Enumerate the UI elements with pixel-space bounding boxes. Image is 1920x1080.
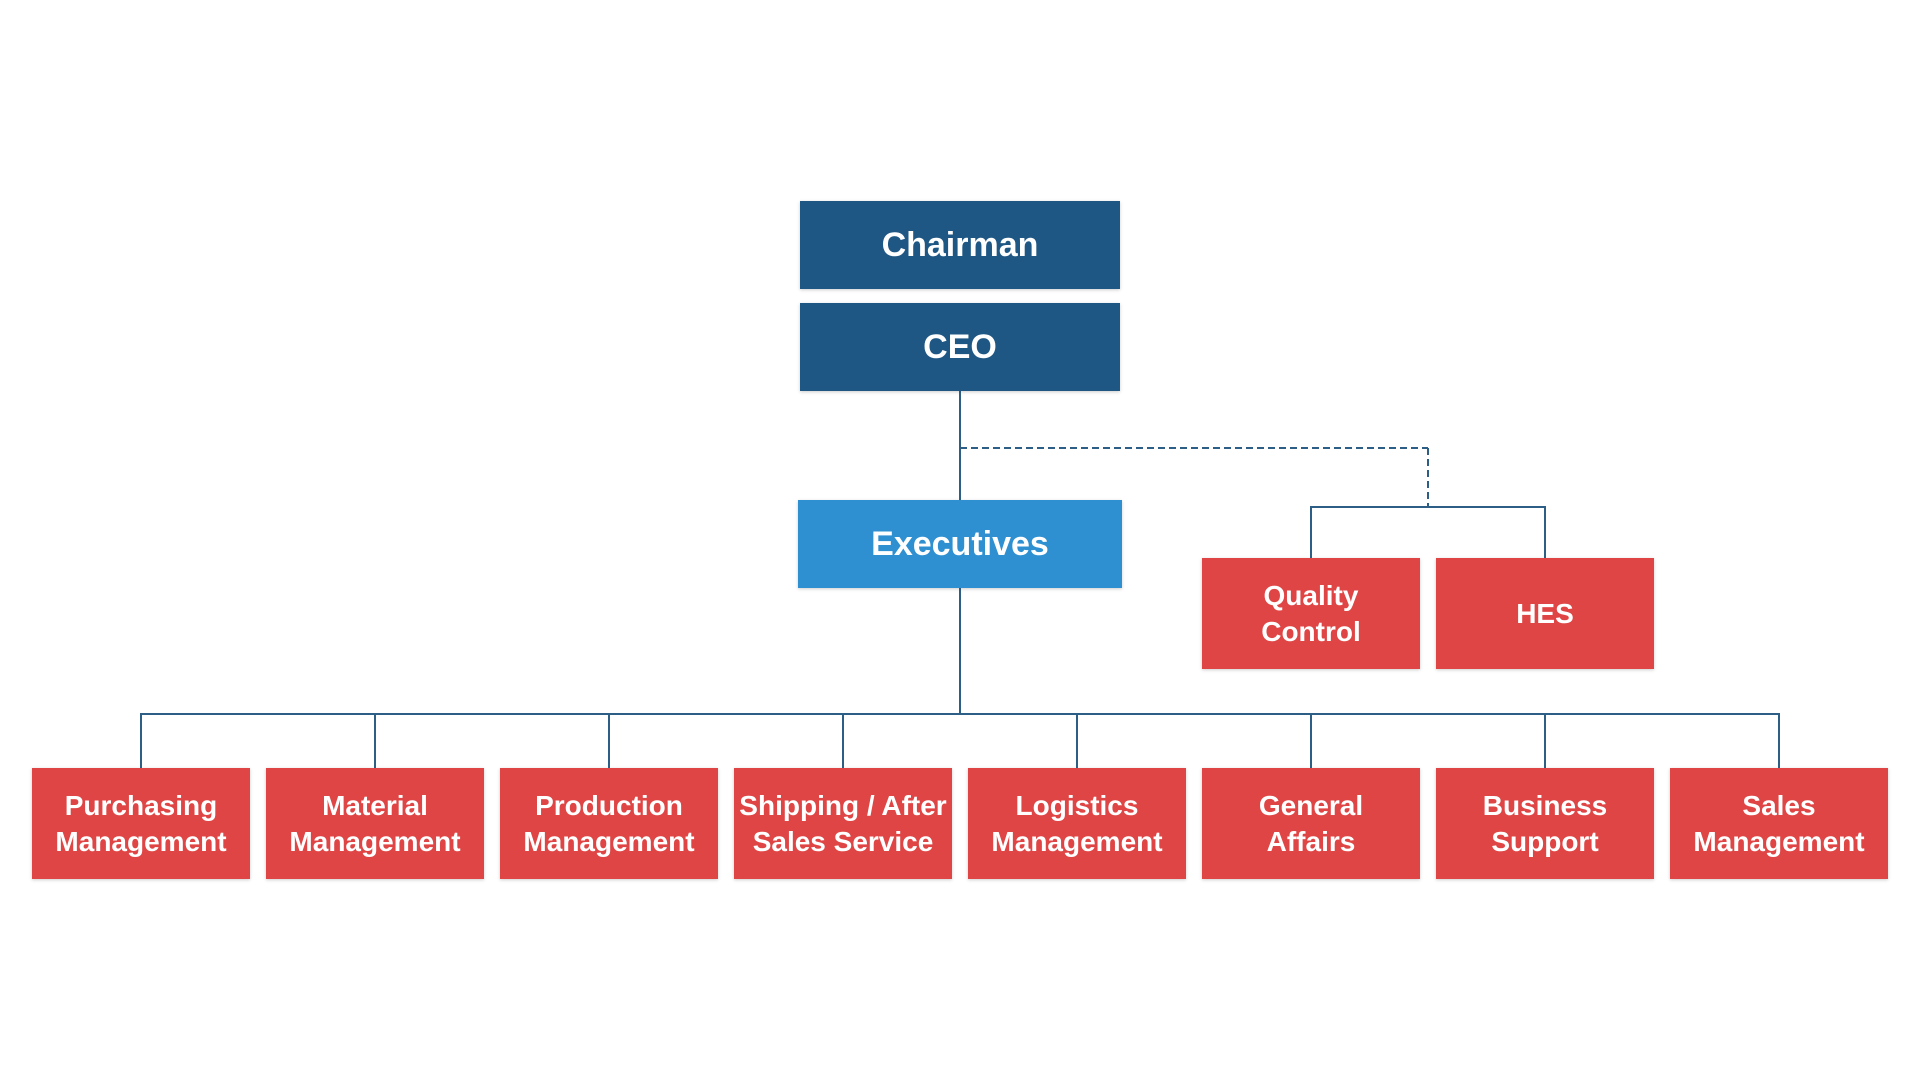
node-hes: HES xyxy=(1436,558,1654,669)
node-label-line: Management xyxy=(523,825,695,857)
node-executives: Executives xyxy=(798,500,1122,588)
node-ceo: CEO xyxy=(800,303,1120,391)
node-production-management: Production Management xyxy=(500,768,718,879)
node-sales-management: Sales Management xyxy=(1670,768,1888,879)
node-general-affairs: General Affairs xyxy=(1202,768,1420,879)
node-label-line: Management xyxy=(1693,825,1865,857)
node-label-line: Material xyxy=(322,789,428,821)
node-label-line: Purchasing xyxy=(64,789,218,821)
node-material-management: Material Management xyxy=(266,768,484,879)
node-label-line: Executives xyxy=(871,525,1049,563)
node-shipping-after-sales-service: Shipping / After Sales Service xyxy=(734,768,952,879)
node-label-line: Production xyxy=(535,789,683,821)
node-quality-control: Quality Control xyxy=(1202,558,1420,669)
node-label-line: Support xyxy=(1491,825,1599,857)
node-purchasing-management: Purchasing Management xyxy=(32,768,250,879)
node-label-line: Chairman xyxy=(881,226,1039,264)
node-business-support: Business Support xyxy=(1436,768,1654,879)
node-label-line: Affairs xyxy=(1266,825,1356,857)
node-label-line: Control xyxy=(1261,615,1361,647)
node-label-line: Sales Service xyxy=(752,825,934,857)
node-label-line: Management xyxy=(289,825,461,857)
node-label-line: Management xyxy=(55,825,227,857)
node-label-line: CEO xyxy=(923,328,997,366)
node-label-line: HES xyxy=(1516,597,1574,629)
node-label-line: Business xyxy=(1482,789,1608,821)
node-label-line: Shipping / After xyxy=(739,789,947,821)
node-label-line: General xyxy=(1258,789,1364,821)
node-label-line: Quality xyxy=(1263,579,1359,611)
node-chairman: Chairman xyxy=(800,201,1120,289)
node-label-line: Logistics xyxy=(1015,789,1139,821)
node-label-line: Management xyxy=(991,825,1163,857)
node-logistics-management: Logistics Management xyxy=(968,768,1186,879)
node-label-line: Sales xyxy=(1742,789,1816,821)
